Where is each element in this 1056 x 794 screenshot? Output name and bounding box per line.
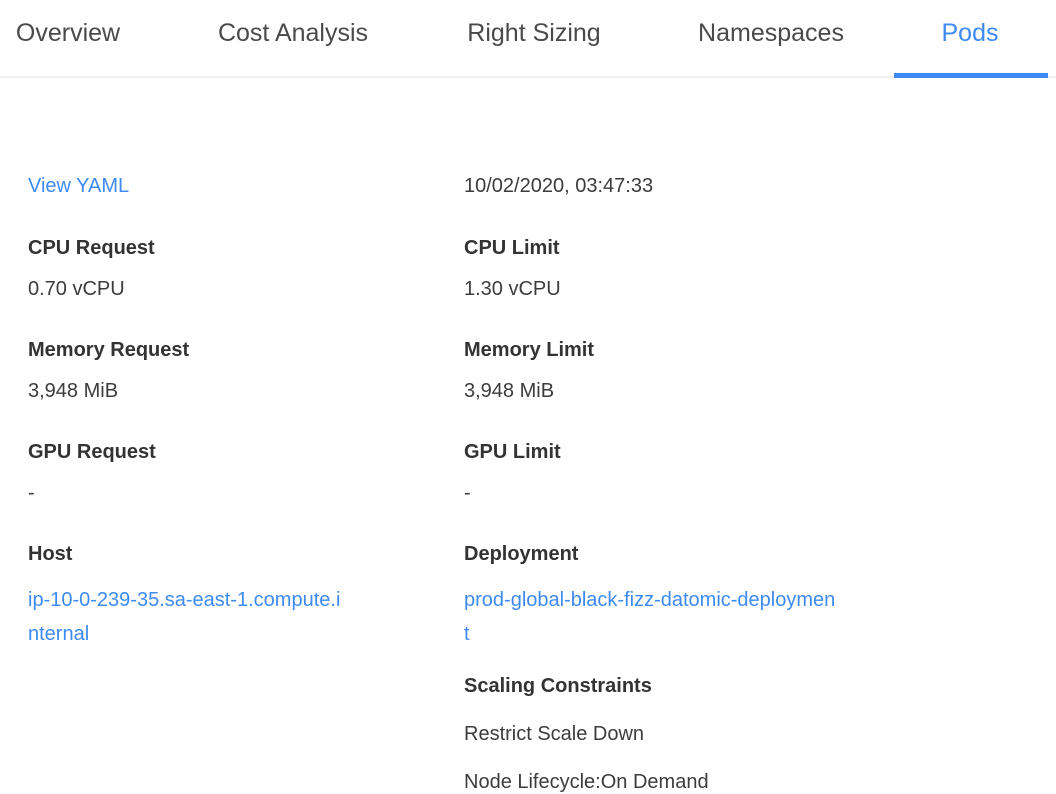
gpu-limit-label: GPU Limit [464, 441, 561, 463]
field-memory-limit: Memory Limit 3,948 MiB [464, 338, 840, 403]
field-memory-request: Memory Request 3,948 MiB [28, 338, 404, 403]
field-host: Host ip-10-0-239-35.sa-east-1.compute.in… [28, 542, 404, 651]
scaling-constraint-node-lifecycle: Node Lifecycle:On Demand [464, 771, 709, 793]
tab-cost-analysis[interactable]: Cost Analysis [217, 19, 369, 47]
field-cpu-limit: CPU Limit 1.30 vCPU [464, 236, 840, 301]
scaling-constraints-label: Scaling Constraints [464, 675, 652, 697]
cpu-limit-label: CPU Limit [464, 237, 560, 259]
tab-pods[interactable]: Pods [941, 19, 999, 47]
deployment-link[interactable]: prod-global-black-fizz-datomic-deploymen… [464, 589, 836, 645]
cpu-request-value: 0.70 vCPU [28, 278, 125, 300]
field-gpu-request: GPU Request - [28, 440, 404, 505]
deployment-label: Deployment [464, 543, 579, 565]
tab-right-sizing[interactable]: Right Sizing [467, 19, 601, 47]
field-scaling-constraints: Scaling Constraints Restrict Scale Down … [464, 674, 840, 794]
gpu-request-label: GPU Request [28, 441, 156, 463]
field-view-yaml: View YAML [28, 174, 404, 198]
active-tab-indicator [894, 73, 1048, 78]
field-cpu-request: CPU Request 0.70 vCPU [28, 236, 404, 301]
gpu-request-value: - [28, 482, 35, 504]
cpu-limit-value: 1.30 vCPU [464, 278, 561, 300]
gpu-limit-value: - [464, 482, 471, 504]
tab-overview[interactable]: Overview [15, 19, 121, 47]
cpu-request-label: CPU Request [28, 237, 155, 259]
memory-request-value: 3,948 MiB [28, 380, 119, 402]
field-timestamp: 10/02/2020, 03:47:33 [464, 174, 840, 198]
view-yaml-link[interactable]: View YAML [28, 175, 130, 197]
host-link[interactable]: ip-10-0-239-35.sa-east-1.compute.interna… [28, 589, 341, 645]
field-gpu-limit: GPU Limit - [464, 440, 840, 505]
tab-namespaces[interactable]: Namespaces [698, 19, 844, 47]
tab-bar: Overview Cost Analysis Right Sizing Name… [0, 0, 1056, 78]
field-deployment: Deployment prod-global-black-fizz-datomi… [464, 542, 840, 651]
memory-limit-value: 3,948 MiB [464, 380, 555, 402]
scaling-constraint-restrict-scale-down: Restrict Scale Down [464, 723, 645, 745]
memory-request-label: Memory Request [28, 339, 190, 361]
host-label: Host [28, 543, 73, 565]
memory-limit-label: Memory Limit [464, 339, 595, 361]
timestamp-value: 10/02/2020, 03:47:33 [464, 175, 654, 197]
